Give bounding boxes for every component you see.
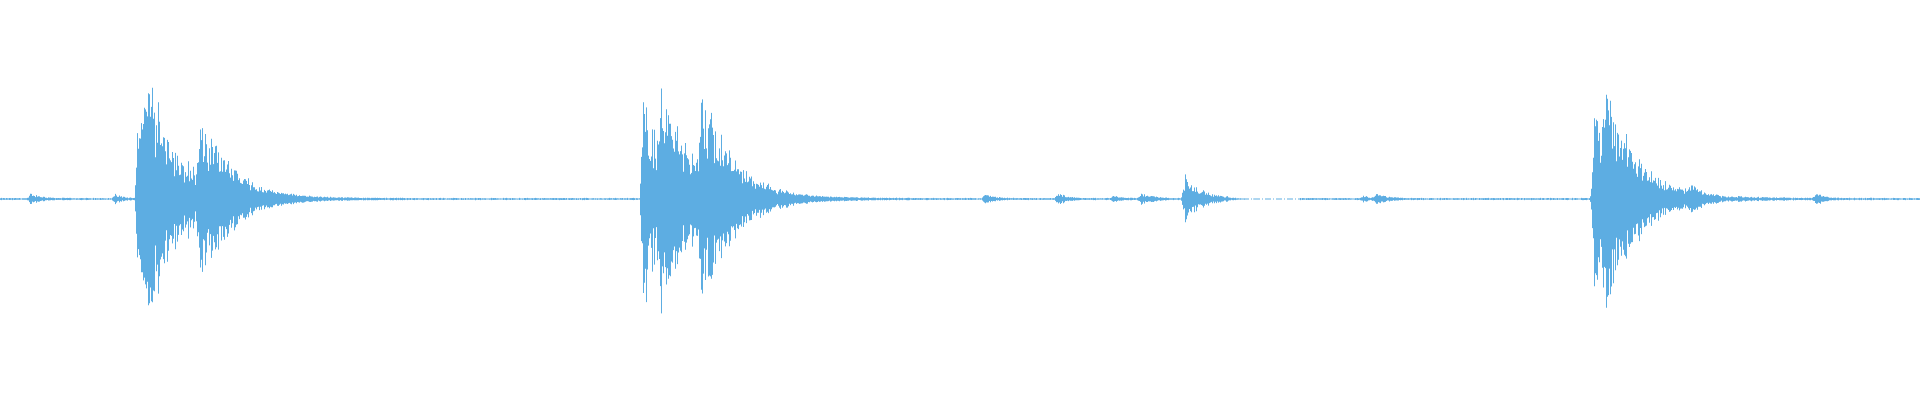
waveform-amplitude <box>0 87 1920 314</box>
waveform-path <box>0 87 1920 314</box>
